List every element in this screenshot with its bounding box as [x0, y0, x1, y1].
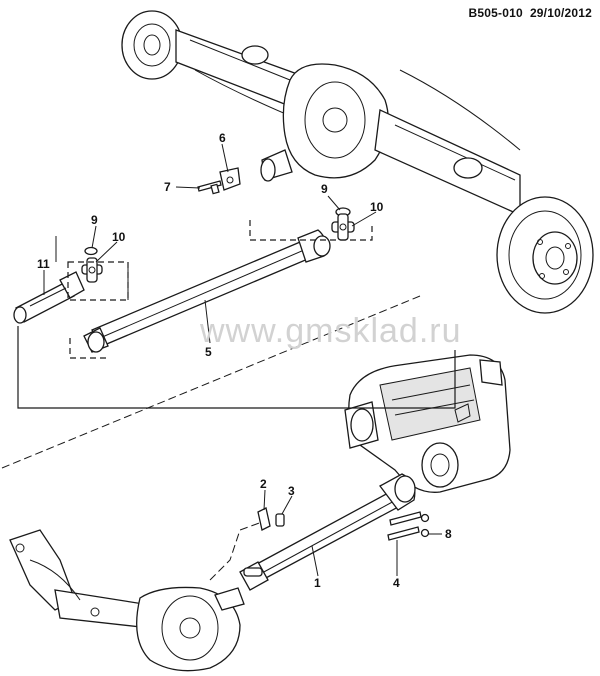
slip-yoke-icon: [13, 271, 85, 324]
front-axle-icon: [9, 529, 245, 672]
callout-joint-left: 10: [112, 230, 126, 244]
callout-bolt: 7: [164, 180, 171, 194]
drawing-reference: B505-010 29/10/2012: [469, 6, 592, 20]
callout-slip-yoke: 11: [37, 257, 50, 271]
callout-rear-propeller-shaft: 5: [205, 345, 212, 359]
drawing-date: 29/10/2012: [529, 6, 592, 20]
callout-bolt-2: 2: [260, 477, 267, 491]
callout-washer: 8: [445, 527, 452, 541]
bracket-icon: [219, 167, 241, 191]
bolt-icon: [197, 180, 222, 195]
callout-bolt-3: 3: [288, 484, 295, 498]
callout-joint-right: 10: [370, 200, 384, 214]
front-propeller-shaft-icon: [239, 473, 416, 591]
universal-joint-left-icon: [81, 246, 103, 283]
bolt-lower-icon: [387, 511, 430, 541]
reference-number: B505-010: [468, 6, 523, 20]
callout-bracket: 6: [219, 131, 226, 145]
bolt-upper-icon: [257, 507, 285, 531]
rear-propeller-shaft-icon: [83, 229, 331, 353]
rear-axle-icon: [121, 10, 594, 314]
callout-ring-left: 9: [91, 213, 98, 227]
watermark: www.gmsklad.ru: [200, 312, 462, 350]
transfer-case-icon: [344, 354, 511, 493]
universal-joint-right-icon: [331, 207, 355, 241]
callout-bolt-4: 4: [393, 576, 400, 590]
callout-front-propeller-shaft: 1: [314, 576, 321, 590]
callout-ring-right: 9: [321, 182, 328, 196]
